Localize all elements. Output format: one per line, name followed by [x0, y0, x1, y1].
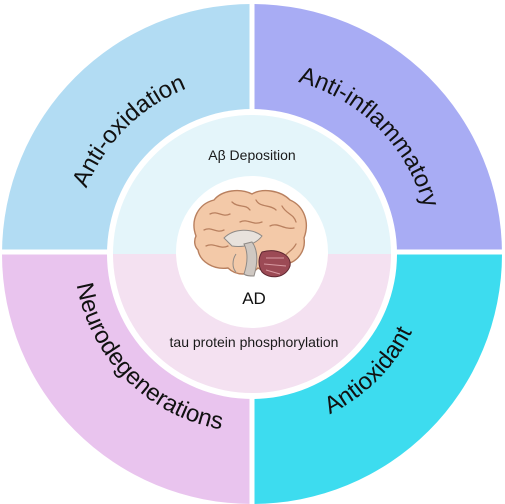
brain-icon	[193, 189, 308, 278]
inner-label-abeta-deposition: Aβ Deposition	[208, 147, 295, 163]
inner-label-tau-phosphorylation: tau protein phosphorylation	[170, 334, 339, 350]
center-label-ad: AD	[242, 289, 266, 308]
